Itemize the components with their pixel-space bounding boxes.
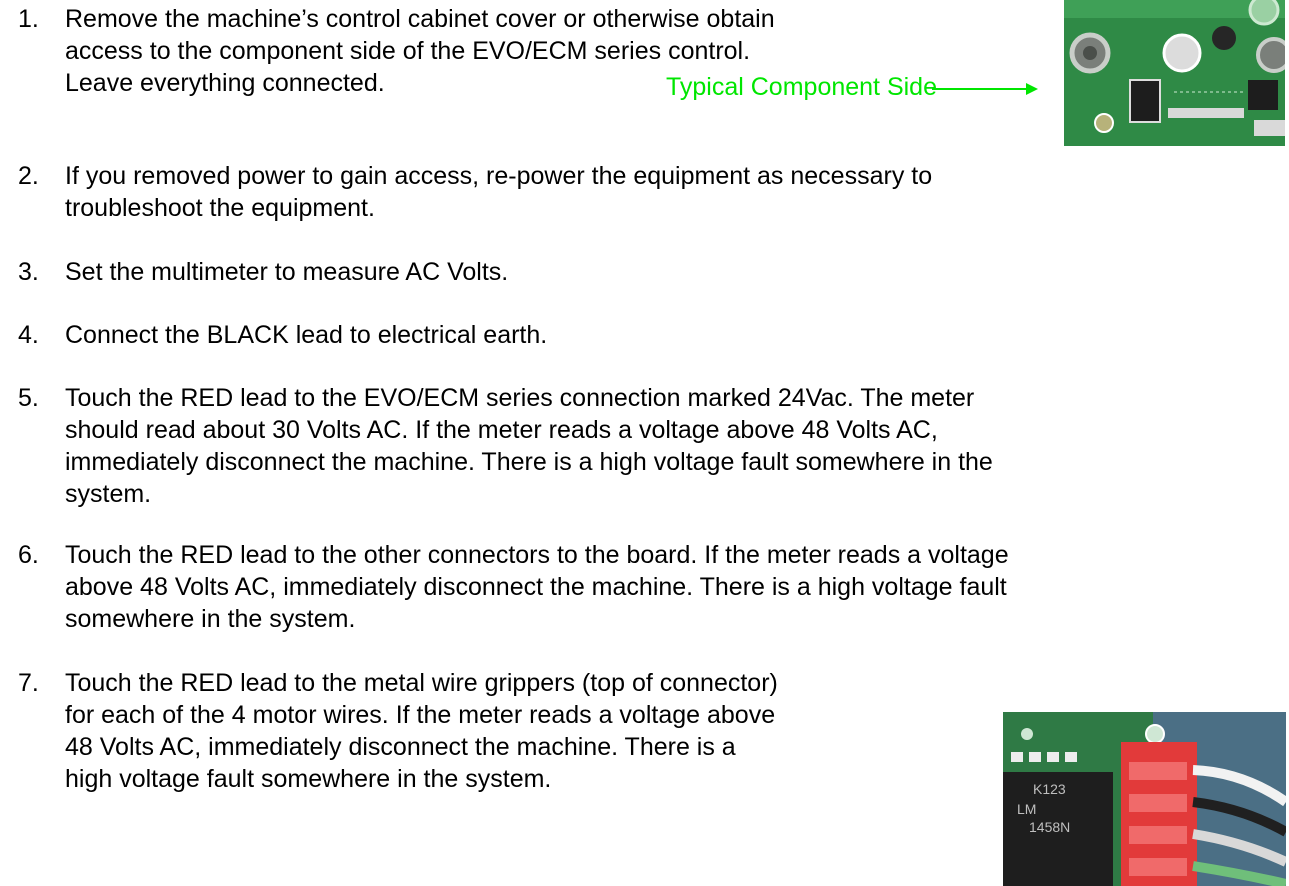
- connector-illustration: K123 LM 1458N: [1003, 712, 1286, 886]
- step-line: Connect the BLACK lead to electrical ear…: [65, 321, 548, 349]
- step-number: 3.: [18, 258, 39, 286]
- step-line: high voltage fault somewhere in the syst…: [65, 765, 552, 793]
- step-line: Set the multimeter to measure AC Volts.: [65, 258, 509, 286]
- step-4: 4. Connect the BLACK lead to electrical …: [18, 319, 547, 351]
- step-line: somewhere in the system.: [65, 605, 356, 633]
- step-line: above 48 Volts AC, immediately disconnec…: [65, 573, 1007, 601]
- step-number: 6.: [18, 541, 39, 569]
- step-text: Touch the RED lead to the other connecto…: [65, 539, 1009, 635]
- connector-photo: K123 LM 1458N: [1003, 712, 1286, 886]
- step-text: If you removed power to gain access, re-…: [65, 160, 932, 224]
- step-line: Touch the RED lead to the EVO/ECM series…: [65, 384, 975, 412]
- step-line: system.: [65, 480, 152, 508]
- callout-arrow-line: [932, 88, 1030, 90]
- step-line: If you removed power to gain access, re-…: [65, 162, 933, 190]
- step-text: Connect the BLACK lead to electrical ear…: [65, 319, 547, 351]
- step-line: 48 Volts AC, immediately disconnect the …: [65, 733, 736, 761]
- photo-callout-label: Typical Component Side: [666, 73, 937, 101]
- step-line: should read about 30 Volts AC. If the me…: [65, 416, 938, 444]
- step-5: 5. Touch the RED lead to the EVO/ECM ser…: [18, 382, 993, 510]
- step-2: 2. If you removed power to gain access, …: [18, 160, 932, 224]
- arrow-right-icon: [1026, 83, 1038, 95]
- chip-label: LM: [1017, 801, 1036, 817]
- step-number: 2.: [18, 162, 39, 190]
- step-number: 7.: [18, 669, 39, 697]
- step-3: 3. Set the multimeter to measure AC Volt…: [18, 256, 508, 288]
- circuit-board-illustration: [1064, 0, 1285, 146]
- step-number: 5.: [18, 384, 39, 412]
- chip-label: 1458N: [1029, 819, 1070, 835]
- step-number: 4.: [18, 321, 39, 349]
- step-number: 1.: [18, 5, 39, 33]
- step-text: Touch the RED lead to the EVO/ECM series…: [65, 382, 993, 510]
- step-text: Set the multimeter to measure AC Volts.: [65, 256, 508, 288]
- step-line: Touch the RED lead to the other connecto…: [65, 541, 1009, 569]
- step-line: access to the component side of the EVO/…: [65, 37, 751, 65]
- step-line: for each of the 4 motor wires. If the me…: [65, 701, 776, 729]
- step-text: Touch the RED lead to the metal wire gri…: [65, 667, 778, 795]
- chip-label: K123: [1033, 781, 1066, 797]
- component-side-photo: [1064, 0, 1285, 146]
- step-text: Remove the machine’s control cabinet cov…: [65, 3, 775, 99]
- step-line-text: Leave everything connected.: [65, 69, 385, 97]
- step-6: 6. Touch the RED lead to the other conne…: [18, 539, 1009, 635]
- step-7: 7. Touch the RED lead to the metal wire …: [18, 667, 778, 795]
- step-line: Touch the RED lead to the metal wire gri…: [65, 669, 778, 697]
- step-line: Leave everything connected.: [65, 67, 775, 99]
- step-line: immediately disconnect the machine. Ther…: [65, 448, 993, 476]
- step-line: troubleshoot the equipment.: [65, 194, 375, 222]
- step-1: 1. Remove the machine’s control cabinet …: [18, 3, 775, 99]
- step-line: Remove the machine’s control cabinet cov…: [65, 5, 775, 33]
